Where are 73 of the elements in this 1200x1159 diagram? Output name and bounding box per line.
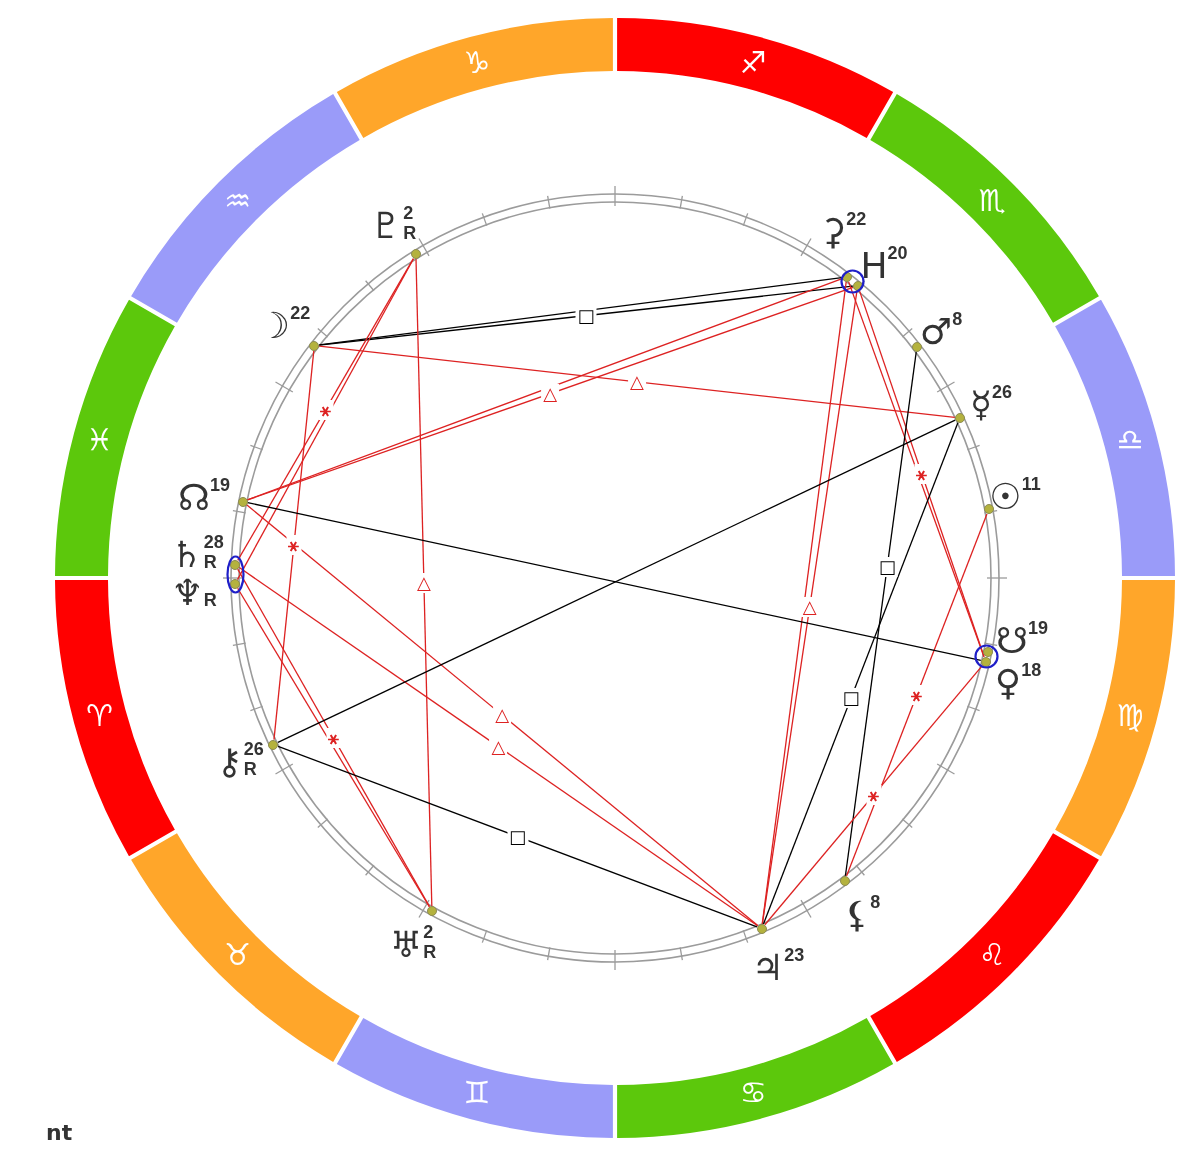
planet-dot — [426, 906, 437, 916]
zodiac-segment — [55, 298, 176, 578]
aspect-symbol: △ — [493, 705, 512, 726]
zodiac-sign: ♋ — [739, 1078, 767, 1109]
zodiac-segment — [868, 831, 1100, 1063]
zodiac-segment — [55, 577, 176, 858]
zodiac-sign: ♍ — [1116, 701, 1144, 732]
zodiac-sign: ♉ — [224, 940, 252, 971]
planet-dot — [983, 504, 994, 515]
zodiac-segment — [615, 18, 895, 139]
planet-dot — [756, 923, 767, 934]
planet-label: ♀$^{18}$ — [994, 665, 1042, 701]
corner-text: nt — [46, 1122, 73, 1144]
aspect-symbol: △ — [800, 597, 819, 618]
planet-dot — [841, 271, 852, 282]
aspect-line — [844, 351, 917, 877]
planet-label: H$^{20}$ — [860, 248, 908, 284]
planet-dot — [230, 578, 241, 589]
aspect-line — [277, 745, 758, 928]
planet-label: ☋$^{19}$ — [996, 623, 1048, 659]
zodiac-segment — [614, 1017, 895, 1138]
planet-label: ☽$^{22}$ — [257, 308, 311, 344]
planet-dot — [309, 340, 320, 351]
planet-dot — [268, 739, 279, 750]
aspect-line — [245, 504, 759, 927]
planet-dot — [230, 559, 241, 570]
planet-label: ⚸$^{8}$ — [843, 897, 881, 933]
aspect-line — [415, 258, 433, 907]
aspect-line — [845, 513, 988, 877]
planet-dot — [852, 280, 863, 291]
aspect-symbol: ⚹ — [914, 463, 930, 484]
planet-dot — [839, 875, 850, 886]
zodiac-segment — [334, 1017, 615, 1138]
planet-label: ♂$^{8}$ — [919, 314, 963, 350]
planet-label: ♃$^{23}$ — [751, 950, 805, 986]
planet-label: ☿$^{26}$ — [969, 387, 1013, 423]
planet-dot — [410, 249, 421, 260]
planet-dot — [980, 656, 991, 667]
aspect-symbol: ⚹ — [909, 685, 925, 706]
zodiac-sign: ♐ — [739, 47, 767, 78]
zodiac-sign: ♌ — [978, 940, 1006, 971]
planet-label: ⚳$^{22}$ — [819, 214, 867, 250]
aspect-line — [277, 419, 956, 744]
zodiac-sign: ♈ — [86, 701, 114, 732]
aspect-line — [764, 664, 984, 926]
aspect-symbol: ⚹ — [326, 727, 342, 748]
planet-dot — [237, 496, 248, 507]
aspect-symbol: △ — [541, 383, 560, 404]
planet-label: ☉$^{11}$ — [989, 479, 1041, 515]
zodiac-sign: ♏ — [978, 185, 1006, 216]
aspect-symbol: □ — [575, 305, 597, 326]
zodiac-sign: ♎ — [1116, 424, 1144, 455]
aspect-symbol: ⚹ — [318, 399, 334, 420]
zodiac-sign: ♑ — [463, 47, 491, 78]
zodiac-sign: ♊ — [463, 1078, 491, 1109]
aspect-line — [247, 502, 982, 662]
planet-label: ☊$^{19}$ — [178, 480, 230, 516]
zodiac-segment — [130, 831, 362, 1063]
planet-dot — [954, 413, 965, 423]
zodiac-sign: ♒ — [224, 185, 252, 216]
zodiac-segment — [335, 18, 616, 139]
zodiac-sign: ♓ — [86, 424, 114, 455]
aspect-line — [238, 566, 759, 927]
zodiac-segment — [1054, 578, 1175, 859]
aspect-line — [273, 349, 315, 741]
aspect-line — [318, 345, 956, 419]
aspect-symbol: ⚹ — [866, 785, 882, 806]
aspect-line — [762, 422, 959, 925]
aspect-symbol: △ — [415, 572, 433, 593]
planet-dot — [911, 342, 922, 353]
planet-dot — [982, 646, 993, 657]
zodiac-segment — [1054, 298, 1175, 579]
aspect-symbol: ⚹ — [286, 535, 302, 556]
